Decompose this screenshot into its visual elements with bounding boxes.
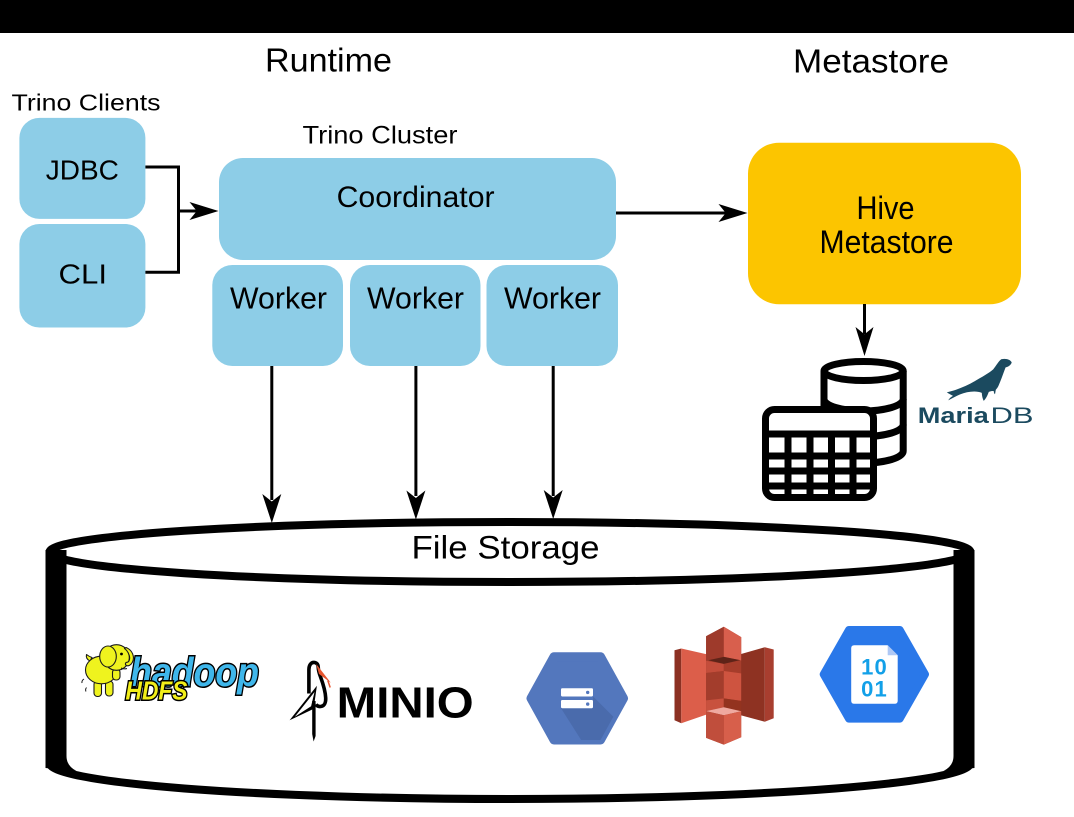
svg-text:File Storage: File Storage: [412, 530, 600, 566]
svg-text:HDFS: HDFS: [126, 676, 189, 706]
svg-text:Hive: Hive: [857, 190, 915, 226]
svg-text:hadoop: hadoop: [130, 649, 259, 695]
svg-text:DB: DB: [991, 403, 1034, 428]
svg-text:Worker: Worker: [367, 282, 464, 316]
svg-text:MINIO: MINIO: [337, 678, 474, 727]
svg-text:Worker: Worker: [230, 282, 327, 316]
svg-text:Runtime: Runtime: [265, 42, 392, 79]
svg-text:CLI: CLI: [59, 259, 108, 290]
svg-text:Trino Cluster: Trino Cluster: [303, 121, 458, 149]
svg-text:Maria: Maria: [918, 403, 990, 428]
svg-text:10: 10: [861, 655, 888, 680]
svg-text:Metastore: Metastore: [793, 43, 949, 80]
svg-text:Metastore: Metastore: [820, 224, 954, 260]
svg-text:Worker: Worker: [504, 282, 601, 316]
svg-text:01: 01: [861, 676, 888, 701]
svg-text:Trino Clients: Trino Clients: [12, 89, 161, 115]
svg-text:Coordinator: Coordinator: [337, 181, 495, 214]
svg-text:JDBC: JDBC: [46, 154, 119, 185]
